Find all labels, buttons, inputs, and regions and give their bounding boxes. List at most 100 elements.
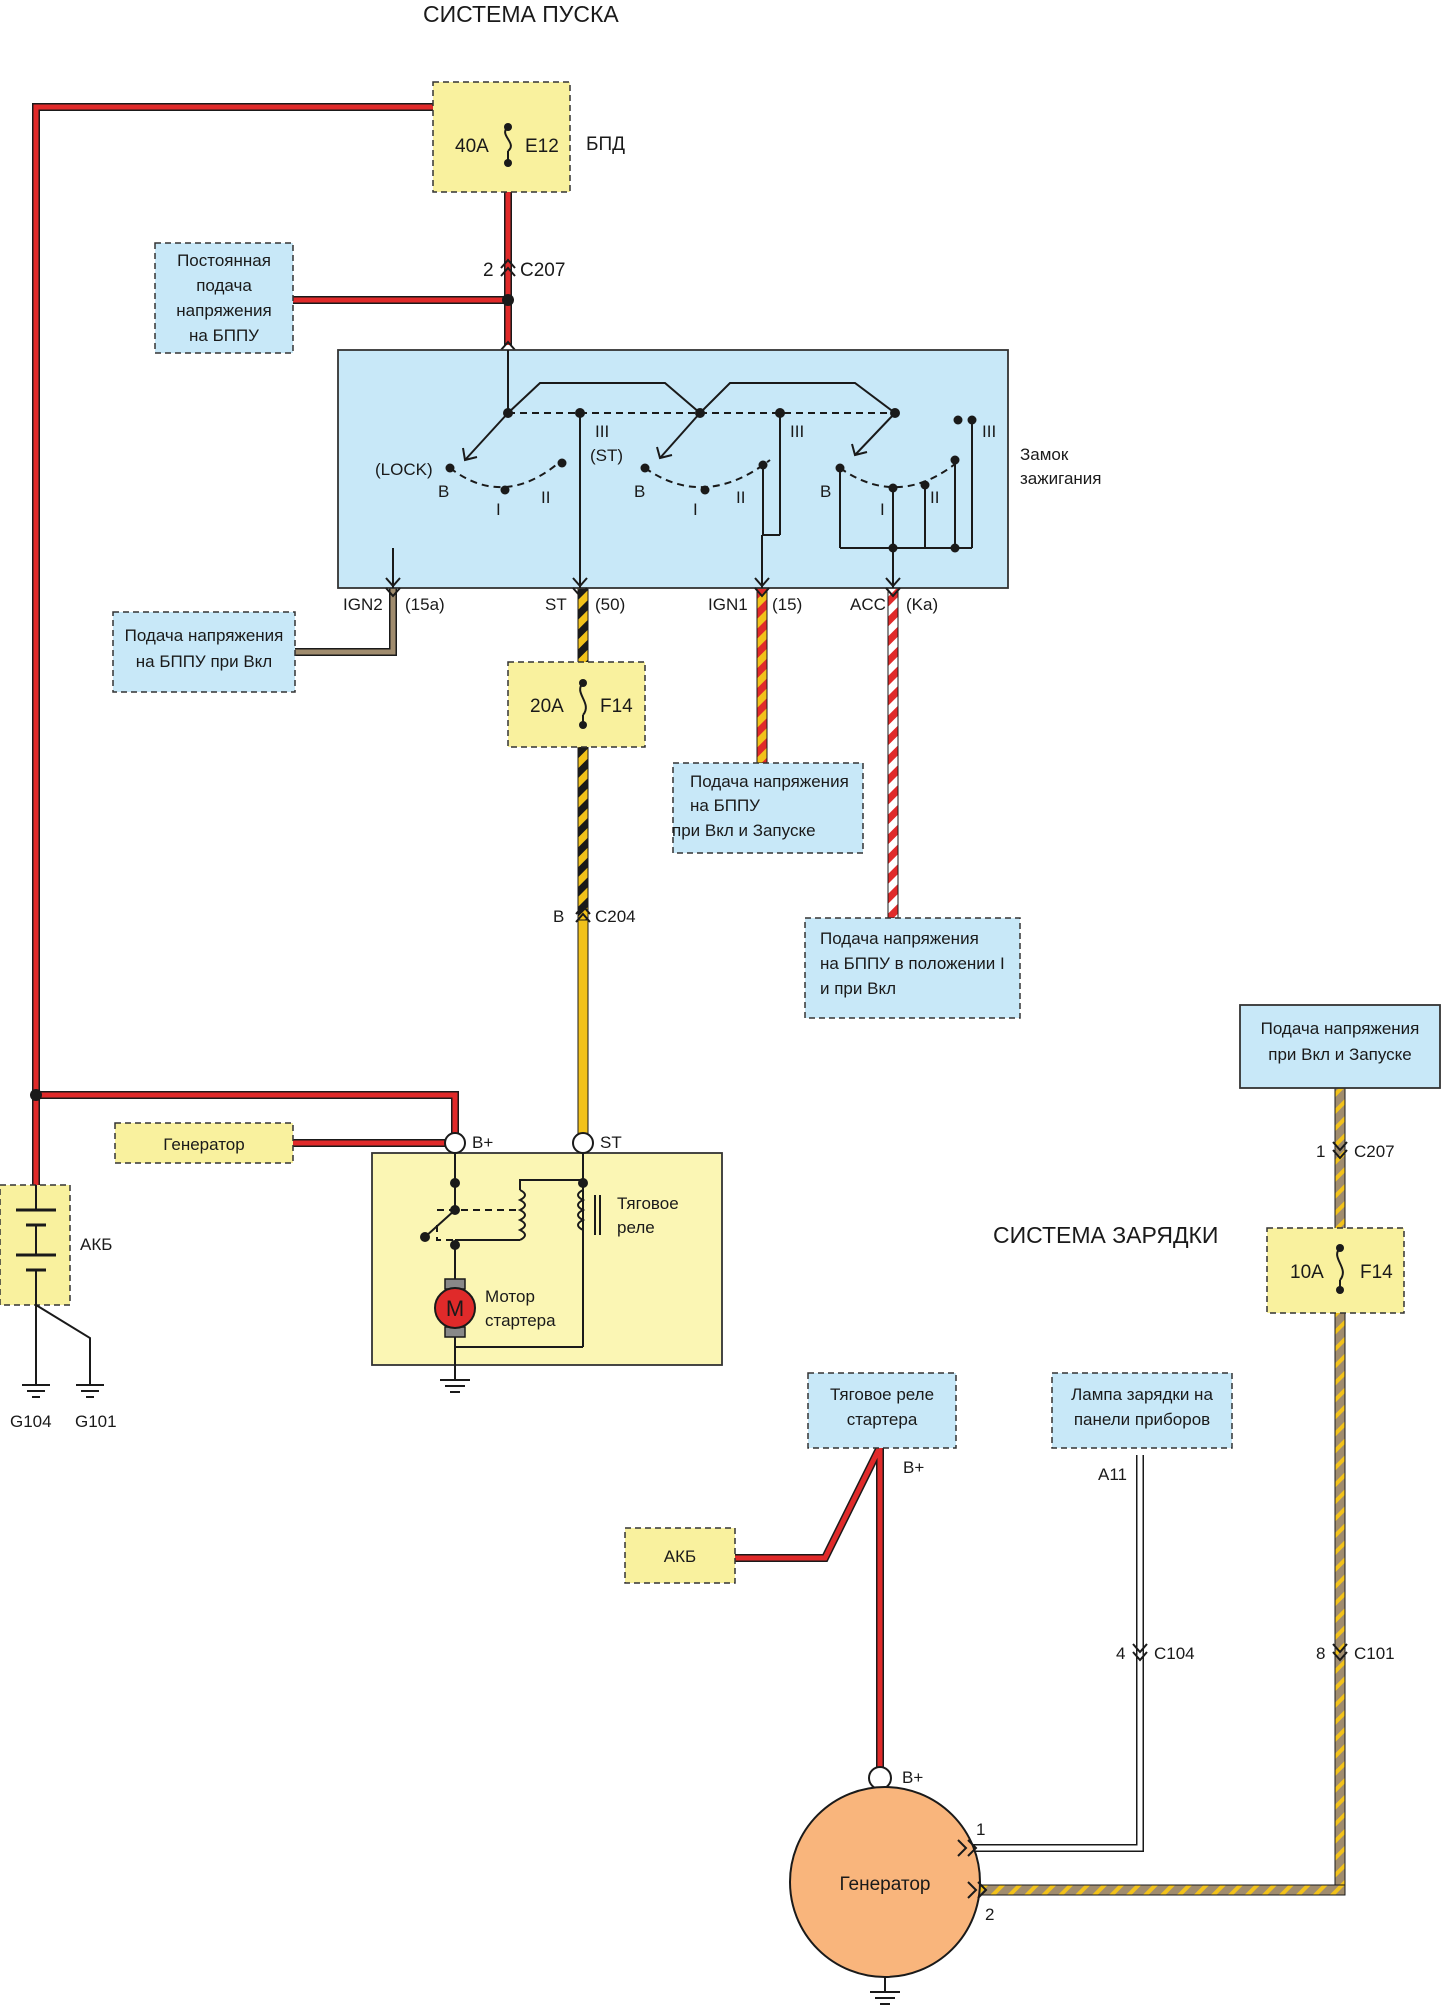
generator-ref-label: Генератор: [163, 1135, 244, 1154]
connector-switch-entry: [500, 340, 516, 351]
connector-c101-name: C101: [1354, 1644, 1395, 1663]
acc-feed-line1: Подача напряжения: [820, 929, 979, 948]
acc-feed-line3: и при Вкл: [820, 979, 896, 998]
fuse-e12-symbol: [504, 123, 512, 167]
connector-c207-top-symbol: [500, 258, 516, 277]
output-acc-label: ACC: [850, 595, 886, 614]
constant-power-line4: на БППУ: [189, 326, 259, 345]
starter-motor-letter: M: [446, 1296, 464, 1321]
generator-ref-box: [114, 1122, 294, 1164]
starter-relay-note: [807, 1372, 957, 1449]
starter-motor-label-1: Мотор: [485, 1287, 535, 1306]
output-ign1-label: IGN1: [708, 595, 748, 614]
switch-pos-b-1: B: [438, 482, 449, 501]
switch-pos-i-2: I: [693, 500, 698, 519]
starting-system-title: СИСТЕМА ПУСКА: [423, 1, 619, 27]
connector-c207-top-name: C207: [520, 260, 565, 281]
alternator-pin-1-label: 1: [976, 1820, 985, 1839]
connector-c207-charge-symbol: [1332, 1141, 1348, 1160]
connector-c101-pin: 8: [1316, 1644, 1325, 1663]
starter-motor-icon: [434, 1278, 476, 1338]
starter-relay-label-2: реле: [617, 1218, 655, 1237]
ignition-switch-box: [337, 349, 1009, 589]
fuse-e12-rating: 40A: [455, 136, 489, 157]
switch-pos-ii-3: II: [930, 488, 939, 507]
starter-relay-note-line2: стартера: [847, 1410, 918, 1429]
fuse-f14-start-id: F14: [600, 696, 633, 717]
charge-lamp-note: [1051, 1372, 1233, 1449]
ground-g104-label: G104: [10, 1412, 52, 1431]
starter-box: [371, 1152, 723, 1366]
output-ign1-num: (15): [772, 595, 802, 614]
switch-lock-label: (LOCK): [375, 460, 433, 479]
ign2-feed-line2: на БППУ при Вкл: [136, 652, 272, 671]
ign1-feed-line2: на БППУ: [690, 796, 760, 815]
fuse-block-label: БПД: [586, 134, 625, 155]
charge-lamp-note-line2: панели приборов: [1074, 1410, 1210, 1429]
connector-c207-top-pin: 2: [483, 260, 494, 281]
switch-pos-iii-1: III: [595, 422, 609, 441]
charge-feed-line1: Подача напряжения: [1261, 1019, 1420, 1038]
starter-bplus-terminal: [444, 1132, 466, 1154]
output-st-label: ST: [545, 595, 567, 614]
connector-c204-pin: B: [553, 907, 564, 926]
connector-c104-symbol: [1132, 1643, 1148, 1662]
connector-c207-charge-name: C207: [1354, 1142, 1395, 1161]
switch-pos-b-3: B: [820, 482, 831, 501]
acc-hatched-wire: [887, 587, 899, 919]
battery-label: АКБ: [80, 1235, 112, 1254]
starter-st-terminal: [572, 1132, 594, 1154]
starter-relay-label-1: Тяговое: [617, 1194, 679, 1213]
ign1-feed-line1: Подача напряжения: [690, 772, 849, 791]
charge-feed-note: [1239, 1004, 1441, 1089]
switch-pos-iii-2: III: [790, 422, 804, 441]
fuse-f14-charge-rating: 10A: [1290, 1262, 1324, 1283]
ign2-feed-note: [112, 611, 296, 693]
acc-feed-line2: на БППУ в положении I: [820, 954, 1005, 973]
fuse-f14-start-rating: 20A: [530, 696, 564, 717]
ign2-feed-line1: Подача напряжения: [125, 626, 284, 645]
connector-c207-charge-pin: 1: [1316, 1142, 1325, 1161]
ground-g101-label: G101: [75, 1412, 117, 1431]
akb-ref-box: [624, 1527, 736, 1584]
connector-c101-symbol: [1332, 1643, 1348, 1662]
output-ign2-num: (15a): [405, 595, 445, 614]
battery-symbol: [16, 1185, 104, 1398]
st-yellow-wire: [577, 919, 589, 1139]
alternator-pin-2-label: 2: [985, 1905, 994, 1924]
charging-system-title: СИСТЕМА ЗАРЯДКИ: [993, 1222, 1218, 1248]
charge-lamp-note-line1: Лампа зарядки на: [1071, 1385, 1213, 1404]
lamp-pin-a11: A11: [1098, 1465, 1127, 1484]
switch-pos-b-2: B: [634, 482, 645, 501]
output-acc-num: (Ka): [906, 595, 938, 614]
switch-st-paren: (ST): [590, 446, 623, 465]
switch-pos-iii-3: III: [982, 422, 996, 441]
constant-power-line2: подача: [196, 276, 252, 295]
starter-bplus-label: B+: [472, 1133, 493, 1152]
output-ign2-label: IGN2: [343, 595, 383, 614]
acc-feed-note: [804, 917, 1021, 1019]
fuse-e12-id: E12: [525, 136, 559, 157]
connector-c104-name: C104: [1154, 1644, 1195, 1663]
starter-st-label: ST: [600, 1133, 622, 1152]
alternator-bplus-terminal: [868, 1766, 892, 1790]
ign1-feed-line3: при Вкл и Запуске: [672, 821, 816, 840]
connector-c104-pin: 4: [1116, 1644, 1125, 1663]
alternator-label: Генератор: [840, 1874, 931, 1895]
switch-pos-ii-1: II: [541, 488, 550, 507]
relay-bplus-label: B+: [903, 1458, 924, 1477]
ignition-switch-label-1: Замок: [1020, 445, 1069, 464]
switch-pos-i-1: I: [496, 500, 501, 519]
fuse-e12-box: [432, 81, 571, 193]
ign1-hatched-wire: [756, 587, 768, 764]
alternator-pins: [870, 1839, 988, 2005]
charge-feed-wire-vertical: [1334, 1087, 1346, 1896]
ignition-switch-internals: [385, 350, 977, 598]
fuse-f14-start-symbol: [576, 679, 590, 730]
fuse-f14-charge-id: F14: [1360, 1262, 1393, 1283]
connector-c204-symbol: [575, 904, 591, 923]
starter-relay-note-line1: Тяговое реле: [830, 1385, 934, 1404]
output-st-num: (50): [595, 595, 625, 614]
starter-motor-label-2: стартера: [485, 1311, 556, 1330]
